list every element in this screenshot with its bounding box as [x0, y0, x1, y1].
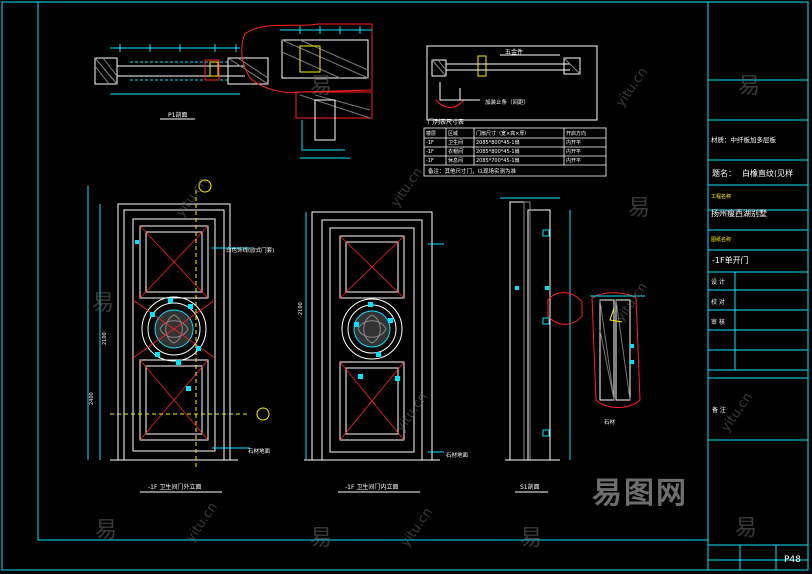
watermark-char: 易	[735, 516, 758, 541]
schedule-cell: 卫生间	[448, 139, 463, 146]
schedule-table-grid	[423, 127, 607, 177]
watermark-char: 易	[310, 74, 333, 99]
plan-section-drawing	[94, 23, 373, 159]
schedule-cell: 内开平	[566, 157, 581, 164]
plan-section-label: P1剖面	[168, 111, 187, 119]
left-elevation-caption: -1F 卫生间门外立面	[148, 483, 201, 491]
schedule-cell: -1F	[426, 158, 434, 164]
stopper-label: 加装止条（间距）	[485, 98, 529, 106]
hardware-label: 五金件	[505, 48, 523, 56]
door-section-s1	[500, 197, 645, 461]
watermark-brand-logo: 易图网	[592, 476, 688, 511]
cyan-dimension-ticks-left	[135, 240, 201, 391]
title-remark: 备 注	[712, 406, 726, 414]
schedule-cell: -1F	[426, 140, 434, 146]
title-row-3: 审 核	[711, 318, 725, 326]
schedule-header-cell: 开启方向	[566, 130, 586, 137]
height-dim-total: 2400	[89, 392, 95, 405]
schedule-cell: 2085*700*45-1扇	[476, 157, 520, 164]
floor-note-mid: 石材地面	[446, 451, 469, 459]
schedule-title: 门列表尺寸表	[428, 118, 464, 126]
schedule-note: 备注：其他尺寸门，以现场实测为准	[428, 167, 517, 175]
title-project-label: 工程名称	[711, 193, 731, 200]
title-subject: 白橡直纹(见样	[742, 168, 793, 178]
watermark-char: 易	[92, 291, 115, 316]
schedule-cell: 衣帽间	[448, 148, 463, 155]
title-drawing-label: 图纸名称	[711, 236, 731, 243]
title-row-1: 设 计	[711, 278, 725, 286]
schedule-header-cell: 楼层	[426, 130, 436, 137]
page-number: P48	[784, 555, 801, 565]
watermark-char: 易	[738, 74, 761, 99]
schedule-cell: 内开平	[566, 139, 581, 146]
trim-note: 白色饰线(欧式门套)	[226, 246, 274, 254]
section-side-note: 石材	[604, 418, 616, 426]
floor-note-left: 石材地面	[248, 447, 271, 455]
title-block	[708, 79, 808, 570]
height-dim-left: 2100	[102, 332, 108, 345]
schedule-header-cell: 门扇尺寸（宽×高×厚）	[476, 130, 529, 137]
cyan-dimension-ticks-mid	[354, 302, 400, 381]
schedule-cell: 2085*800*45-1扇	[476, 139, 520, 146]
watermark-char: 易	[310, 526, 333, 551]
watermark-char: 易	[95, 518, 118, 543]
door-exterior-elevation	[87, 179, 270, 470]
schedule-cell: 内开平	[566, 148, 581, 155]
schedule-cell: 休息间	[448, 157, 463, 164]
section-caption: S1剖面	[520, 483, 540, 491]
height-dim-mid: 2100	[298, 302, 304, 315]
schedule-cell: 2085*800*45-1扇	[476, 148, 520, 155]
mid-elevation-caption: -1F 卫生间门内立面	[345, 483, 398, 491]
hardware-detail	[426, 45, 598, 121]
title-project: 扬州瘦西湖别墅	[711, 208, 767, 218]
schedule-cell: -1F	[426, 149, 434, 155]
title-row-2: 校 对	[711, 298, 725, 306]
schedule-header-cell: 区域	[448, 130, 458, 137]
title-drawing: -1F单开门	[712, 255, 749, 265]
section-markers	[515, 286, 634, 364]
watermark-char: 易	[628, 196, 651, 221]
title-subject-label: 题名：	[712, 168, 736, 178]
title-material: 材质：中纤板加多层板	[711, 135, 777, 144]
watermark-char: 易	[520, 526, 543, 551]
door-interior-elevation	[304, 211, 444, 461]
